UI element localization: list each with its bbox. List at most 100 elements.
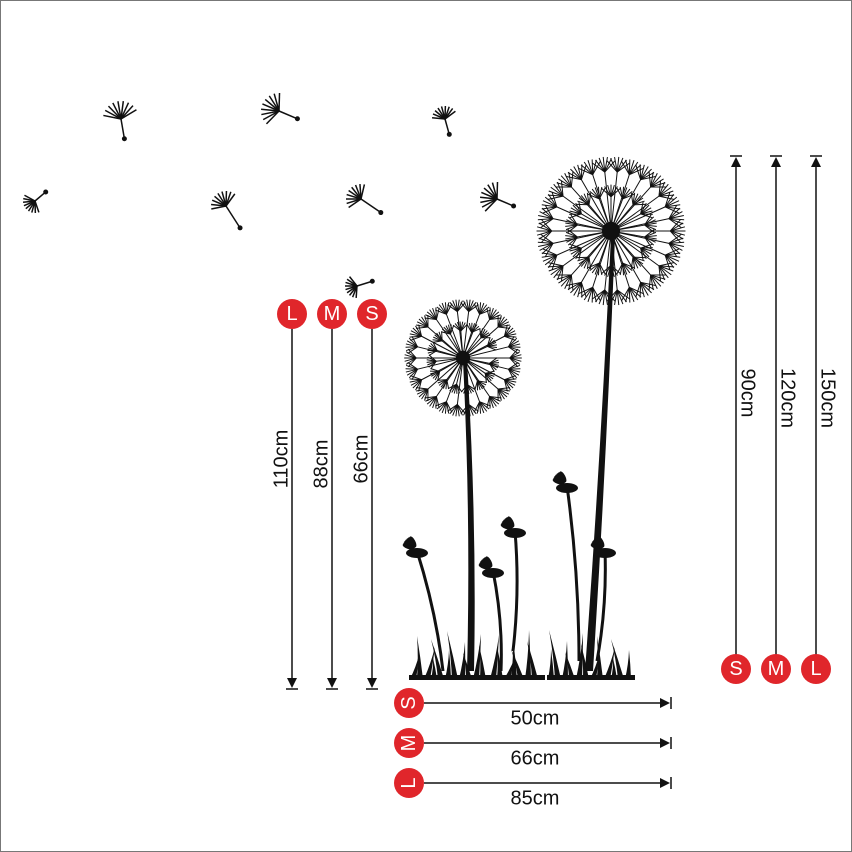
seed-tuft xyxy=(541,252,557,256)
seed-tuft xyxy=(583,161,594,175)
seed-tuft xyxy=(497,316,505,328)
seed-tuft xyxy=(632,256,639,269)
floating-seed-stem xyxy=(278,110,298,120)
floating-seed-fluff xyxy=(103,114,122,120)
seed-tuft xyxy=(614,289,618,306)
seed-tuft xyxy=(449,404,458,415)
seed-tuft xyxy=(406,340,418,348)
seed-tuft xyxy=(545,205,554,219)
floating-seed-fluff xyxy=(348,276,358,287)
seed-tuft xyxy=(569,213,582,219)
grass-blade xyxy=(459,642,466,679)
seed-tuft xyxy=(416,388,429,395)
seed-tuft xyxy=(473,401,481,413)
seed-tuft xyxy=(570,207,582,215)
seed-tuft xyxy=(447,404,458,412)
seed-tuft xyxy=(541,207,554,220)
floating-seed-fluff xyxy=(112,102,122,120)
seed-tuft xyxy=(538,242,554,247)
seed-stalk xyxy=(610,195,660,232)
flower-petal xyxy=(559,471,567,483)
size-badge-l-width: L xyxy=(394,768,424,798)
seed-tuft xyxy=(592,161,601,175)
seed-tuft xyxy=(497,318,508,328)
seed-tuft xyxy=(583,256,590,269)
seed-tuft xyxy=(507,335,515,348)
seed-tuft xyxy=(538,230,552,240)
seed-stalk xyxy=(604,171,612,232)
flower-stem xyxy=(565,485,581,662)
seed-tuft xyxy=(640,201,644,215)
seed-tuft xyxy=(489,396,494,409)
seed-tuft xyxy=(542,254,558,262)
grass-blade xyxy=(525,630,531,679)
seed-tuft xyxy=(664,196,678,208)
seed-tuft xyxy=(430,368,440,372)
seed-tuft xyxy=(497,388,510,392)
seed-tuft xyxy=(425,314,437,320)
seed-tuft xyxy=(509,357,519,368)
seed-tuft xyxy=(445,303,453,315)
height-label-s-plant: 66cm xyxy=(350,434,373,484)
seed-tuft xyxy=(508,337,518,348)
seed-tuft xyxy=(567,281,582,290)
seed-tuft xyxy=(507,368,515,381)
seed-tuft xyxy=(570,214,578,226)
seed-tuft xyxy=(504,379,514,389)
grass-blade xyxy=(445,650,451,679)
seed-tuft xyxy=(556,265,564,281)
seed-tuft xyxy=(669,219,681,232)
seed-tuft xyxy=(640,247,644,261)
seed-tuft xyxy=(425,396,437,402)
seed-tuft xyxy=(629,286,644,294)
flower-petal xyxy=(409,536,417,548)
seed-tuft xyxy=(570,236,578,248)
seed-tuft xyxy=(504,379,516,386)
flower-head xyxy=(482,568,504,578)
seed-tuft xyxy=(640,282,645,298)
seed-tuft xyxy=(468,299,471,312)
grass-blade xyxy=(431,639,444,679)
seed-tuft xyxy=(456,404,466,414)
flower-petal xyxy=(507,516,515,528)
seed-tuft xyxy=(509,357,521,365)
seed-tuft xyxy=(622,262,628,275)
floating-seed-fluff xyxy=(481,198,498,208)
seed-tuft xyxy=(668,242,683,251)
arrow-right-icon xyxy=(660,738,670,748)
seed-tuft xyxy=(598,186,603,199)
seed-tuft xyxy=(644,231,657,238)
seed-tuft xyxy=(668,218,684,225)
seed-tuft xyxy=(628,287,639,301)
seed-tuft xyxy=(542,248,558,256)
flower-petal xyxy=(597,536,605,548)
seed-tuft xyxy=(650,175,662,188)
seed-tuft xyxy=(508,346,519,354)
seed-tuft xyxy=(504,378,517,381)
seed-tuft xyxy=(644,229,655,238)
floating-seed-stem xyxy=(444,118,451,135)
seed-tuft xyxy=(616,289,627,303)
seed-tuft xyxy=(664,192,671,208)
floating-seed-fluff xyxy=(264,98,280,112)
seed-tuft xyxy=(598,157,606,173)
seed-tuft xyxy=(497,388,502,401)
seed-tuft xyxy=(468,404,474,416)
seed-tuft xyxy=(547,254,558,269)
seed-tuft xyxy=(412,327,422,337)
seed-tuft xyxy=(668,243,677,257)
seed-tuft xyxy=(455,299,458,312)
width-label-s: 50cm xyxy=(510,707,560,730)
seed-tuft xyxy=(628,161,639,175)
seed-tuft xyxy=(658,190,674,197)
seed-tuft xyxy=(644,222,657,226)
seed-tuft xyxy=(504,379,511,391)
grass-blade xyxy=(431,658,437,679)
seed-tuft xyxy=(630,192,634,205)
floating-seed-stem xyxy=(356,280,373,287)
floating-seed-fluff xyxy=(104,109,122,120)
seed-stalk xyxy=(610,230,660,267)
seed-tuft xyxy=(567,216,578,226)
seed-tuft xyxy=(508,346,520,352)
seed-tuft xyxy=(567,172,582,181)
